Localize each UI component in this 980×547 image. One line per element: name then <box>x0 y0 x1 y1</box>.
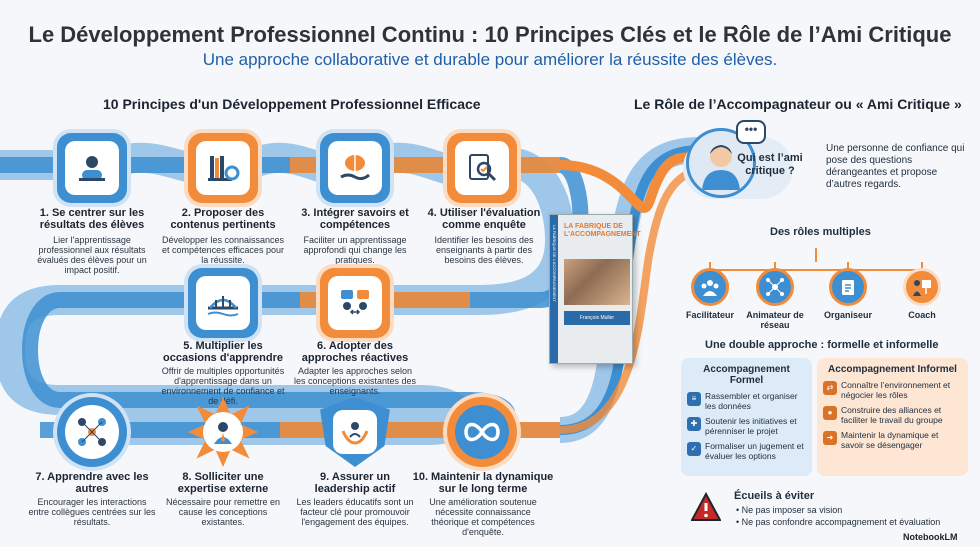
roles-title: Des rôles multiples <box>770 226 871 238</box>
support-icon: ✚ <box>687 417 701 431</box>
role-coach: Coach <box>891 268 953 320</box>
bridge-icon <box>207 296 239 317</box>
principles-section-title: 10 Principes d'un Développement Professi… <box>103 96 481 112</box>
principle-10-title: 10. Maintenir la dynamique sur le long t… <box>412 471 554 495</box>
person-icon <box>702 145 740 190</box>
brand-logo: NotebookLM <box>903 532 958 542</box>
infinity-icon <box>464 422 500 442</box>
informal-panel: Accompagnement Informel ⇄Connaître l’env… <box>817 358 968 476</box>
list-item: ✚Soutenir les initiatives et pérenniser … <box>687 416 806 436</box>
book-spine-title: LA FABRIQUE DE L'ACCOMPAGNEMENT <box>552 225 557 302</box>
page-subtitle: Une approche collaborative et durable po… <box>202 50 778 69</box>
handshake-icon: ⇄ <box>823 381 837 395</box>
coach-board-icon <box>913 280 931 296</box>
expert-icon <box>214 422 232 444</box>
critic-question: Qui est l’ami critique ? <box>737 152 803 177</box>
pitfalls-title: Écueils à éviter <box>734 490 815 502</box>
principle-1-desc: Lier l'apprentissage professionnel aux r… <box>37 235 147 275</box>
principle-2-node <box>188 133 258 203</box>
role-label: Coach <box>908 310 936 320</box>
people-icon: ● <box>823 406 837 420</box>
pitfall-item: • Ne pas imposer sa vision <box>736 505 843 515</box>
warning-icon <box>691 492 721 521</box>
checklist-icon: ✓ <box>687 442 701 456</box>
principle-8-node <box>188 397 258 467</box>
principle-6-title: 6. Adopter des approches réactives <box>301 340 409 364</box>
principle-3-desc: Faciliter un apprentissage approfondi qu… <box>303 235 407 265</box>
role-organiseur: Organiseur <box>817 268 879 320</box>
list-item: ≡Rassembler et organiser les données <box>687 391 806 411</box>
principle-4-node <box>447 133 517 203</box>
principle-9-title: 9. Assurer un leadership actif <box>314 471 396 495</box>
principle-6-desc: Adapter les approches selon les concepti… <box>293 366 417 396</box>
principle-7-node <box>57 397 127 467</box>
principle-7-title: 7. Apprendre avec les autres <box>35 471 149 495</box>
bookshelf-gear-icon <box>208 156 240 181</box>
person-exit-icon: ➜ <box>823 431 837 445</box>
role-label: Organiseur <box>823 310 872 320</box>
pitfall-item: • Ne pas confondre accompagnement et éva… <box>736 517 941 527</box>
principle-6-node <box>320 268 390 338</box>
magnifier-document-icon <box>469 154 497 182</box>
list-item: ✓Formaliser un jugement et évaluer les o… <box>687 441 806 461</box>
list-item: ●Construire des alliances et faciliter l… <box>823 405 962 425</box>
role-label: Facilitateur <box>685 310 734 320</box>
principle-3-title: 3. Intégrer savoirs et compétences <box>301 207 409 231</box>
shield-hands-icon <box>341 422 369 445</box>
book-author: François Muller <box>564 311 630 325</box>
clipboard-icon <box>842 280 854 295</box>
principle-8-desc: Nécessaire pour remettre en cause les co… <box>165 497 281 527</box>
principle-2-desc: Développer les connaissances et compéten… <box>161 235 285 265</box>
principle-9-desc: Les leaders éducatifs sont un facteur cl… <box>296 497 414 527</box>
principle-8-title: 8. Solliciter une expertise externe <box>177 471 269 495</box>
principle-5-title: 5. Multiplier les occasions d'apprendre <box>163 340 283 364</box>
principle-4-desc: Identifier les besoins des enseignants à… <box>434 235 534 265</box>
network-people-icon <box>78 418 106 446</box>
student-icon <box>79 156 105 181</box>
role-animateur: Animateur de réseau <box>744 268 806 330</box>
dialogue-icon <box>341 290 369 315</box>
principle-5-node <box>188 268 258 338</box>
formal-title: Accompagnement Formel <box>703 364 790 386</box>
principle-1-title: 1. Se centrer sur les résultats des élèv… <box>39 207 145 231</box>
critic-definition: Une personne de confiance qui pose des q… <box>826 143 965 190</box>
group-icon <box>701 280 719 296</box>
list-item: ⇄Connaître l’environnement et négocier l… <box>823 380 962 400</box>
principle-1-node <box>57 133 127 203</box>
principle-10-node <box>447 397 517 467</box>
speech-bubble-icon: ••• <box>736 120 766 144</box>
book-cover-photo <box>564 259 630 305</box>
informal-title: Accompagnement Informel <box>828 364 957 375</box>
role-label: Animateur de réseau <box>746 310 804 330</box>
critic-section-title: Le Rôle de l’Accompagnateur ou « Ami Cri… <box>634 96 962 112</box>
brain-hand-icon <box>340 155 370 181</box>
approach-title: Une double approche : formelle et inform… <box>705 339 939 351</box>
database-icon: ≡ <box>687 392 701 406</box>
principle-3-node <box>320 133 390 203</box>
book-title: LA FABRIQUE DE L'ACCOMPAGNEMENT <box>564 223 641 238</box>
formal-panel: Accompagnement Formel ≡Rassembler et org… <box>681 358 812 476</box>
book-cover: LA FABRIQUE DE L'ACCOMPAGNEMENT LA FABRI… <box>549 214 641 364</box>
network-icon <box>766 278 784 296</box>
principle-7-desc: Encourager les interactions entre collèg… <box>28 497 156 527</box>
principle-4-title: 4. Utiliser l'évaluation comme enquête <box>427 207 541 231</box>
principle-2-title: 2. Proposer des contenus pertinents <box>170 207 276 231</box>
list-item: ➜Maintenir la dynamique et savoir se dés… <box>823 430 962 450</box>
page-title: Le Développement Professionnel Continu :… <box>28 22 952 47</box>
role-facilitateur: Facilitateur <box>679 268 741 320</box>
principle-10-desc: Une amélioration soutenue nécessite conn… <box>429 497 537 537</box>
